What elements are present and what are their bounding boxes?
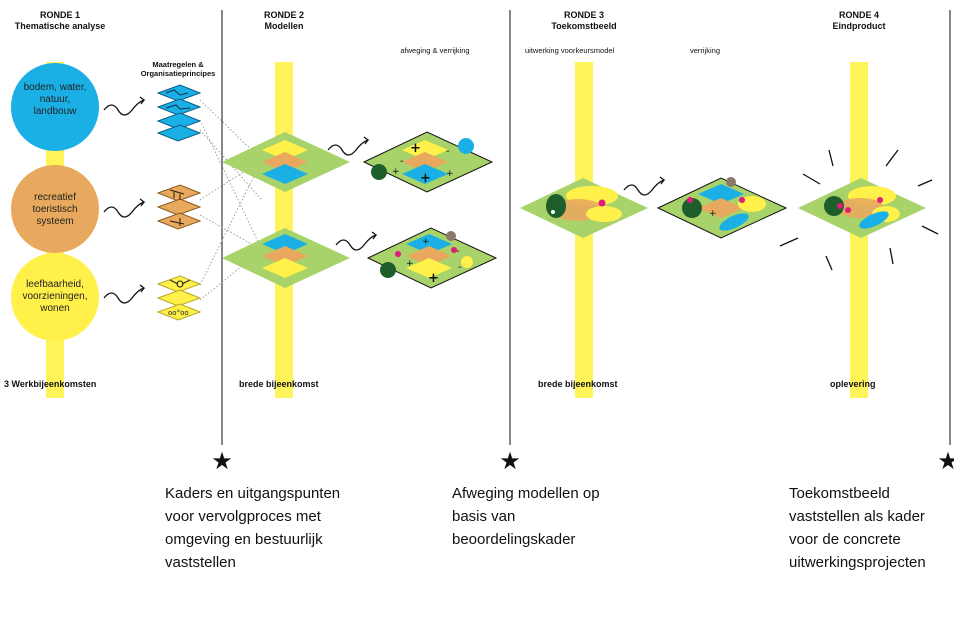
milestone-2-text: Afweging modellen op basis van beoordeli… [452,485,600,548]
round-4-header: RONDE 4 Eindproduct [804,10,914,32]
svg-text:-: - [400,156,404,167]
svg-text:+: + [709,209,717,219]
eindproduct-diamond [798,178,926,238]
subheading-uitwerking: uitwerking voorkeursmodel [525,46,615,55]
squiggle-arrow-icon [327,136,370,156]
round-title: RONDE 2 [263,10,304,20]
verrijkt-model-diamond: + [656,177,788,239]
subheading-maatregelen: Maatregelen & Organisatieprincipes [140,60,216,78]
subheading-afweging: afweging & verrijking [400,46,470,55]
squiggle-arrow-icon [103,198,146,218]
svg-text:-: - [456,246,460,257]
svg-text:-: - [458,262,462,273]
round-title: RONDE 4 [838,10,879,20]
round-2-header: RONDE 2 Modellen [229,10,339,32]
theme-label-leefbaarheid: leefbaarheid, voorzieningen, wonen [22,279,88,314]
model-1-diamond [222,132,350,192]
round-subtitle: Modellen [264,21,304,31]
svg-text:-: - [446,146,450,157]
svg-text:oo°oo: oo°oo [168,309,189,317]
footer-ronde-1: 3 Werkbijeenkomsten [4,379,97,389]
model-2-diamond [222,228,350,288]
theme-circle-water [11,63,99,151]
theme-label-recreatie: recreatief toeristisch systeem [32,192,78,227]
round-subtitle: Toekomstbeeld [551,21,617,31]
maatregelen-water-icon [156,84,202,142]
round-1-header: RONDE 1 Thematische analyse [0,10,120,32]
round-subtitle: Thematische analyse [14,21,106,31]
theme-circle-leefbaarheid [11,253,99,341]
svg-text:+: + [446,169,454,179]
footer-ronde-3: brede bijeenkomst [538,379,618,389]
svg-text:+: + [392,167,400,177]
squiggle-arrow-icon [335,231,378,251]
star-icon: ★ [499,447,521,475]
svg-text:+: + [406,259,414,269]
voorkeursmodel-diamond [520,178,648,238]
milestone-1-text: Kaders en uitgangspunten voor vervolgpro… [165,485,341,571]
burst-rays [779,149,939,271]
evaluated-model-2: + + + - - [366,227,498,289]
round-3-header: RONDE 3 Toekomstbeeld [529,10,639,32]
star-icon: ★ [937,447,954,475]
squiggle-arrow-icon [103,284,146,304]
footer-ronde-4: oplevering [830,379,876,389]
svg-text:+: + [422,237,430,247]
round-title: RONDE 1 [39,10,80,20]
maatregelen-recreatie-icon [156,184,202,230]
footer-ronde-2: brede bijeenkomst [239,379,319,389]
svg-text:+: + [410,141,421,156]
subheading-verrijking: verrijking [690,46,721,55]
svg-text:+: + [420,171,431,186]
star-icon: ★ [211,447,233,475]
squiggle-arrow-icon [103,96,146,116]
theme-circle-recreatie [11,165,99,253]
squiggle-arrow-icon [623,176,666,196]
round-title: RONDE 3 [563,10,604,20]
evaluated-model-1: + + - - + + [362,131,494,193]
theme-label-water: bodem, water, natuur, landbouw [23,82,87,117]
milestone-3-text: Toekomstbeeld vaststellen als kader voor… [789,485,926,571]
svg-text:+: + [428,271,439,286]
maatregelen-leefbaarheid-icon: oo°oo [156,275,202,321]
round-subtitle: Eindproduct [832,21,886,31]
